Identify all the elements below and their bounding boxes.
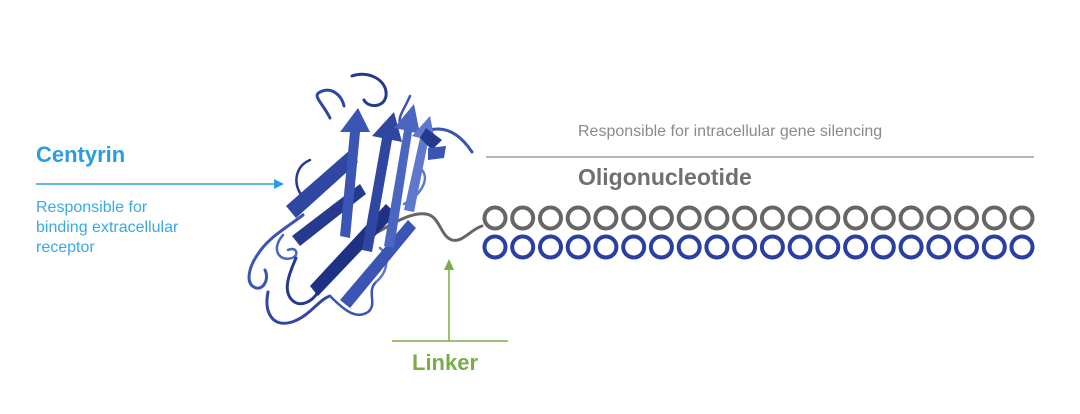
nucleotide-ring-bottom (843, 234, 869, 260)
nucleotide-ring-bottom (759, 234, 785, 260)
nucleotide-ring-top (815, 205, 841, 231)
nucleotide-ring-bottom (787, 234, 813, 260)
nucleotide-ring-bottom (648, 234, 674, 260)
nucleotide-ring-top (704, 205, 730, 231)
nucleotide-ring-top (510, 205, 536, 231)
nucleotide-ring-top (870, 205, 896, 231)
nucleotide-ring-bottom (510, 234, 536, 260)
nucleotide-ring-bottom (565, 234, 591, 260)
nucleotide-ring-bottom (704, 234, 730, 260)
nucleotide-ring-top (538, 205, 563, 231)
nucleotide-ring-bottom (538, 234, 563, 260)
nucleotide-ring-top (565, 205, 591, 231)
nucleotide-ring-top (676, 205, 702, 231)
nucleotide-ring-bottom (676, 234, 702, 260)
linker-label: Linker (412, 350, 479, 375)
nucleotide-ring-bottom (621, 234, 647, 260)
nucleotide-ring-top (648, 205, 674, 231)
nucleotide-ring-top (1009, 205, 1035, 231)
linker-chain (376, 212, 484, 242)
nucleotide-ring-top (593, 205, 619, 231)
oligonucleotide-description: Responsible for intracellular gene silen… (578, 123, 883, 140)
nucleotide-ring-bottom (482, 234, 508, 260)
nucleotide-ring-top (926, 205, 952, 231)
oligonucleotide-label: Oligonucleotide (578, 164, 752, 190)
nucleotide-ring-top (898, 205, 924, 231)
nucleotide-ring-bottom (815, 234, 841, 260)
nucleotide-ring-bottom (898, 234, 924, 260)
nucleotide-ring-bottom (870, 234, 896, 260)
centyrin-description: Responsible for binding extracellular re… (36, 199, 179, 256)
nucleotide-ring-top (787, 205, 813, 231)
nucleotide-ring-bottom (732, 234, 758, 260)
nucleotide-ring-top (759, 205, 785, 231)
protein-ribbon-icon (247, 72, 474, 325)
nucleotide-ring-top (843, 205, 869, 231)
nucleotide-ring-bottom (593, 234, 619, 260)
nucleotide-ring-top (621, 205, 647, 231)
nucleotide-ring-bottom (954, 234, 979, 260)
nucleotide-ring-top (981, 205, 1007, 231)
nucleotide-ring-bottom (926, 234, 952, 260)
nucleotide-ring-top (954, 205, 979, 231)
nucleotide-ring-bottom (981, 234, 1007, 260)
centyrin-label: Centyrin (36, 142, 126, 167)
nucleotide-ring-top (732, 205, 758, 231)
nucleotide-ring-bottom (1009, 234, 1035, 260)
oligonucleotide-strand-top (482, 205, 1035, 231)
nucleotide-ring-top (482, 205, 508, 231)
oligonucleotide-strand-bottom (482, 234, 1035, 260)
centyrin-arrow-icon (36, 179, 284, 189)
linker-arrow-icon (392, 259, 508, 342)
